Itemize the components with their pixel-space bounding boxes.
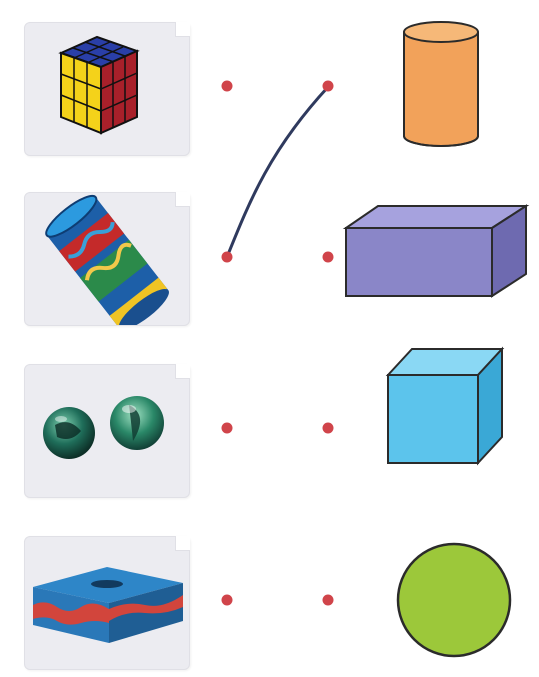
right-dot-rectangular-prism[interactable]: [323, 252, 334, 263]
right-dot-cube[interactable]: [323, 423, 334, 434]
right-dot-circle[interactable]: [323, 595, 334, 606]
left-dot-tissue-box[interactable]: [222, 595, 233, 606]
left-dot-marbles[interactable]: [222, 423, 233, 434]
left-dot-rubiks-cube[interactable]: [222, 81, 233, 92]
rectangular-prism-shape-icon: [342, 200, 530, 302]
right-dot-cylinder[interactable]: [323, 81, 334, 92]
left-dot-cylindrical-can[interactable]: [222, 252, 233, 263]
cylinder-shape-icon: [398, 20, 484, 150]
circle-shape-icon: [394, 540, 514, 660]
cube-shape-icon: [382, 345, 506, 469]
